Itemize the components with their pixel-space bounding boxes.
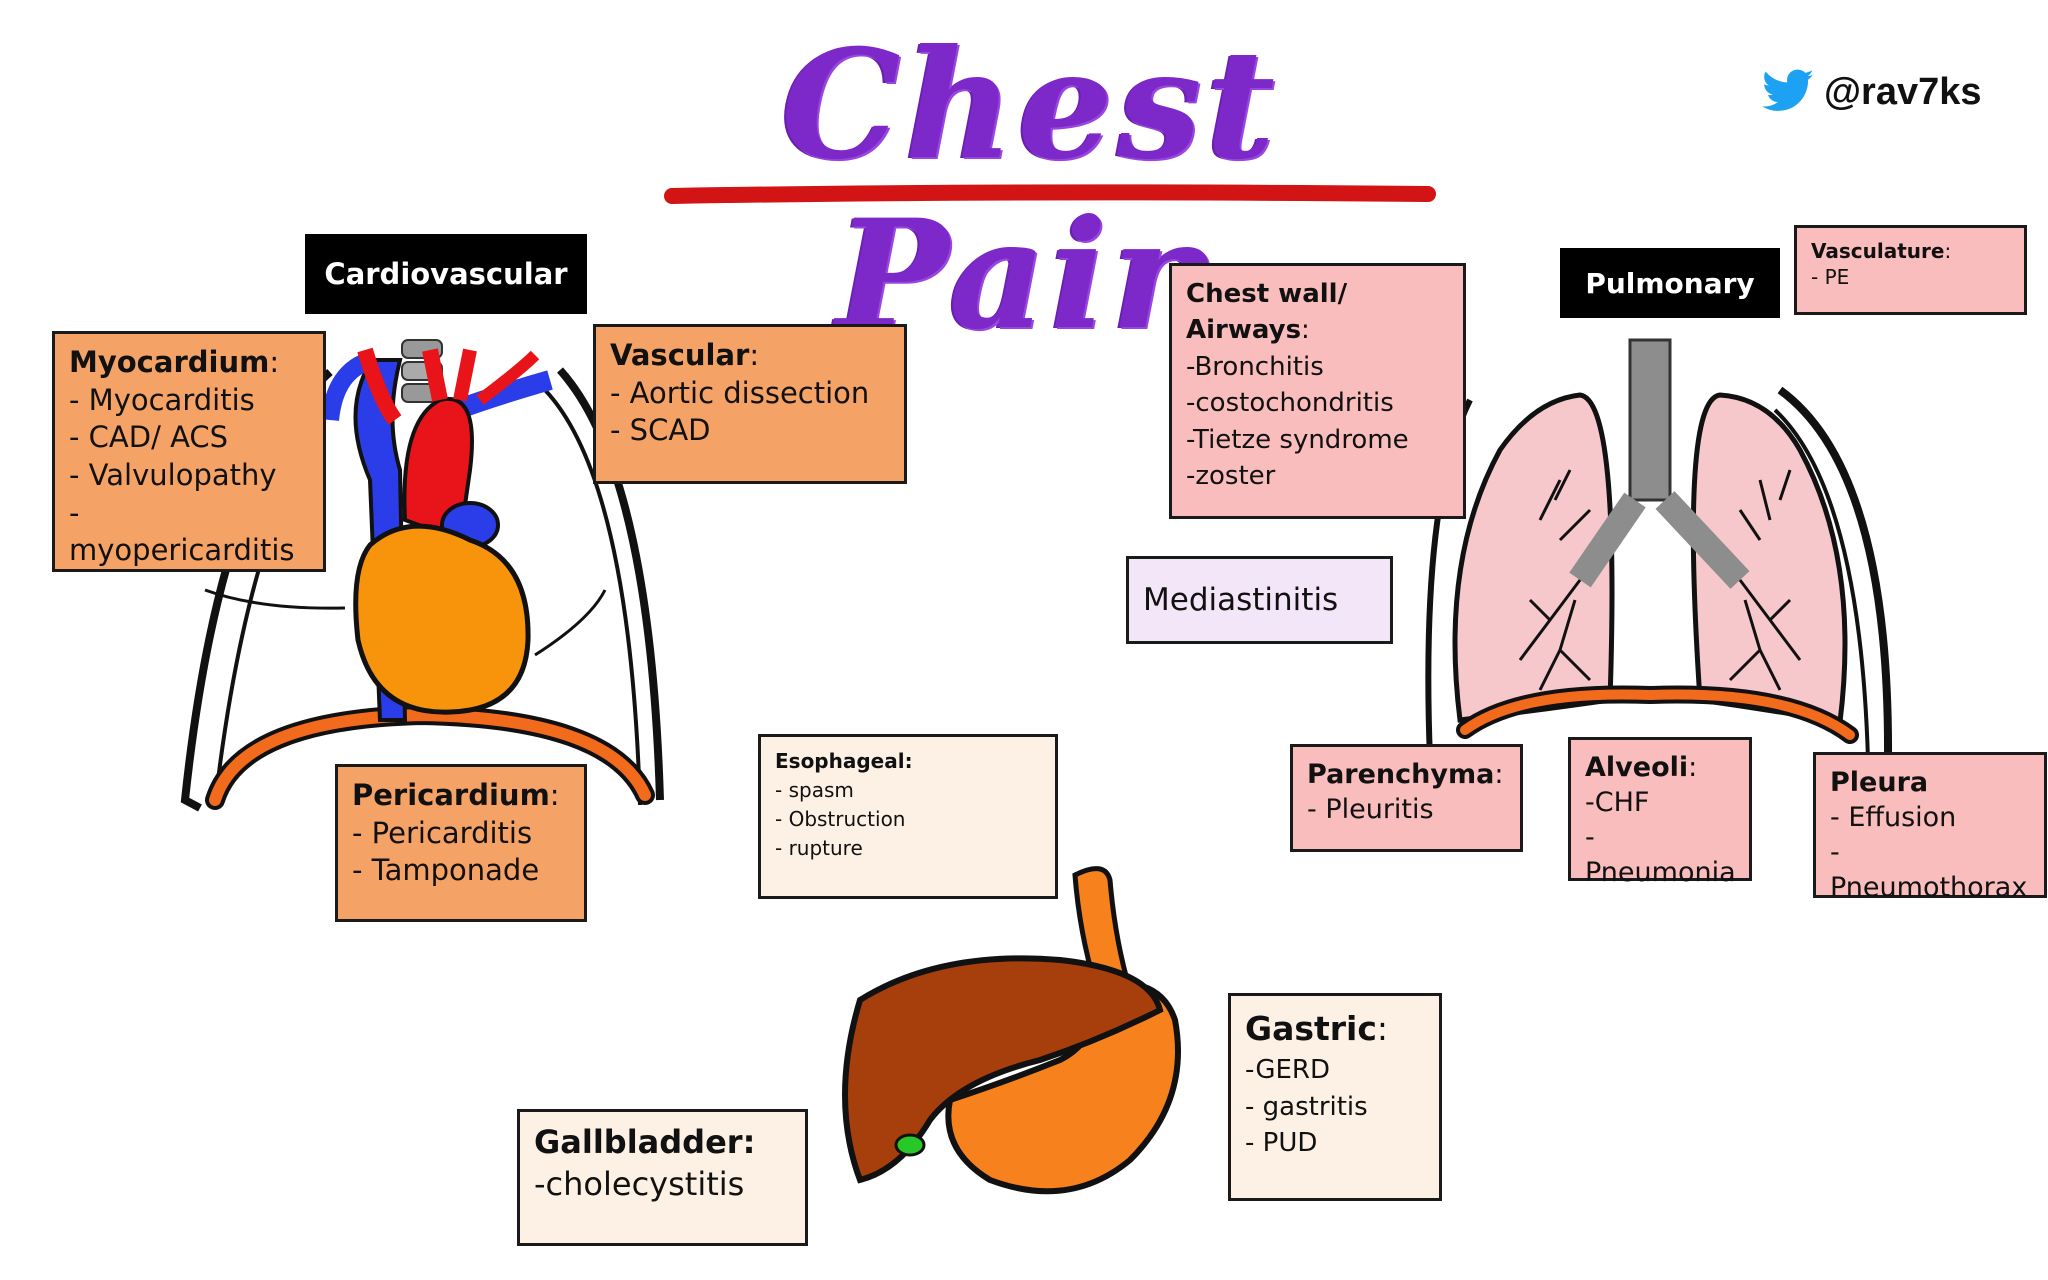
twitter-handle-text: @rav7ks bbox=[1824, 70, 1982, 113]
pleura-box: Pleura - Effusion - Pneumothorax bbox=[1813, 752, 2047, 903]
pulmonary-label: Pulmonary bbox=[1560, 248, 1780, 318]
esophageal-heading: Esophageal: bbox=[775, 749, 913, 773]
gi-illustration bbox=[842, 866, 1181, 1195]
airways-heading: Airways: bbox=[1186, 315, 1310, 346]
stomach bbox=[945, 980, 1181, 1195]
list-item: - SCAD bbox=[610, 413, 711, 448]
pericardium-box: Pericardium: - Pericarditis - Tamponade bbox=[335, 764, 587, 922]
gallbladder-box: Gallbladder: -cholecystitis bbox=[517, 1109, 808, 1246]
list-item: - Obstruction bbox=[775, 807, 906, 831]
twitter-handle[interactable]: @rav7ks bbox=[1760, 64, 1982, 120]
list-item: -Pneumonia bbox=[1585, 822, 1736, 889]
list-item: - Myocarditis bbox=[69, 382, 255, 417]
heart-illustration bbox=[180, 339, 664, 812]
mediastinitis-box: Mediastinitis bbox=[1126, 556, 1393, 644]
list-item: -zoster bbox=[1186, 460, 1276, 491]
gastric-box: Gastric: -GERD - gastritis - PUD bbox=[1228, 993, 1442, 1201]
list-item: - Aortic dissection bbox=[610, 375, 870, 410]
list-item: - gastritis bbox=[1245, 1091, 1368, 1122]
list-item: - Effusion bbox=[1830, 802, 1957, 834]
lung-line-left bbox=[204, 588, 346, 610]
list-item: -CHF bbox=[1585, 787, 1650, 819]
list-item: - spasm bbox=[775, 778, 854, 802]
list-item: - Pleuritis bbox=[1307, 794, 1434, 826]
cardiovascular-label: Cardiovascular bbox=[305, 234, 587, 314]
twitter-bird-icon bbox=[1762, 69, 1814, 111]
list-item: - Pneumothorax bbox=[1830, 837, 2028, 904]
list-item: -cholecystitis bbox=[534, 1164, 745, 1203]
ribcage-right-inner bbox=[543, 388, 642, 806]
list-item: - PUD bbox=[1245, 1127, 1318, 1158]
vasculature-heading: Vasculature: bbox=[1811, 239, 1952, 263]
page-title: Chest Pain bbox=[781, 17, 1279, 363]
gastric-heading: Gastric: bbox=[1245, 1009, 1389, 1048]
chest-wall-heading: Chest wall/ bbox=[1186, 279, 1348, 309]
list-item: - CAD/ ACS bbox=[69, 420, 229, 455]
vascular-box: Vascular: - Aortic dissection - SCAD bbox=[593, 324, 907, 484]
lungs-illustration bbox=[1425, 338, 1893, 761]
liver bbox=[842, 955, 1164, 1184]
esophagus bbox=[1072, 866, 1134, 1004]
alveoli-heading: Alveoli: bbox=[1585, 752, 1698, 783]
chest-wall-box: Chest wall/ Airways: -Bronchitis -costoc… bbox=[1169, 263, 1466, 519]
parenchyma-box: Parenchyma: - Pleuritis bbox=[1290, 744, 1523, 852]
title-underline bbox=[664, 184, 1436, 204]
diaphragm-fill bbox=[209, 708, 651, 806]
list-item: - Pericarditis bbox=[352, 815, 533, 850]
parenchyma-heading: Parenchyma: bbox=[1307, 759, 1504, 790]
list-item: -Bronchitis bbox=[1186, 351, 1324, 382]
pleura-heading: Pleura bbox=[1830, 767, 1929, 798]
list-item: - rupture bbox=[775, 836, 863, 860]
gallbladder-organ bbox=[894, 1133, 926, 1157]
myocardium-box: Myocardium: - Myocarditis - CAD/ ACS - V… bbox=[52, 331, 326, 572]
myocardium-heading: Myocardium: bbox=[69, 345, 280, 379]
esophageal-box: Esophageal: - spasm - Obstruction - rupt… bbox=[758, 734, 1058, 899]
ribcage-right bbox=[557, 367, 664, 801]
list-item: - Tamponade bbox=[352, 853, 540, 888]
list-item: -Tietze syndrome bbox=[1186, 424, 1409, 455]
pericardium-heading: Pericardium: bbox=[352, 778, 560, 812]
vasculature-box: Vasculature: - PE bbox=[1794, 225, 2027, 315]
heart-body bbox=[353, 523, 531, 715]
alveoli-box: Alveoli: -CHF -Pneumonia bbox=[1568, 737, 1752, 888]
list-item: - myopericarditis bbox=[69, 495, 295, 568]
list-item: - Valvulopathy bbox=[69, 458, 277, 493]
mediastinitis-heading: Mediastinitis bbox=[1143, 581, 1339, 618]
list-item: - PE bbox=[1811, 265, 1850, 289]
lung-line-right bbox=[534, 589, 607, 657]
trachea bbox=[1628, 338, 1672, 502]
list-item: -GERD bbox=[1245, 1055, 1330, 1086]
gallbladder-heading: Gallbladder: bbox=[534, 1123, 756, 1161]
vascular-heading: Vascular: bbox=[610, 338, 760, 372]
list-item: -costochondritis bbox=[1186, 388, 1394, 419]
